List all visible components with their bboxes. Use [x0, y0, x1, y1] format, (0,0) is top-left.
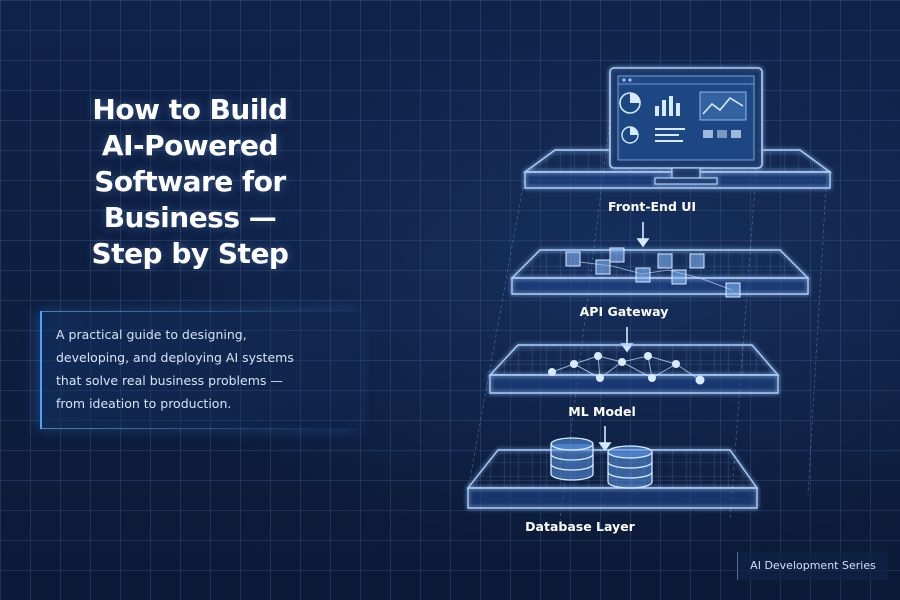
neural-network-icon — [548, 352, 705, 385]
database-layer-label: Database Layer — [525, 519, 636, 534]
ml-model-layer-label: ML Model — [568, 404, 636, 419]
description-line: A practical guide to designing, — [56, 327, 247, 342]
ml-model-layer — [488, 344, 780, 394]
arrow-down-icon — [598, 426, 612, 452]
description-line: that solve real business problems — — [56, 373, 283, 388]
series-label: AI Development Series — [737, 552, 888, 580]
title-line: Step by Step — [91, 237, 289, 270]
line-chart-icon — [699, 91, 747, 138]
title-line: How to Build — [92, 93, 288, 126]
frontend-layer-label: Front-End UI — [608, 199, 696, 214]
database-icon — [607, 445, 653, 489]
description-line: developing, and deploying AI systems — [56, 350, 294, 365]
title-line: AI-Powered — [101, 129, 279, 162]
title-line: Business — — [103, 201, 277, 234]
database-icon — [550, 437, 594, 481]
title-line: Software for — [94, 165, 286, 198]
api-gateway-layer-label: API Gateway — [580, 304, 669, 319]
page-title: How to Build AI-Powered Software for Bus… — [60, 92, 320, 272]
bar-chart-icon — [655, 96, 685, 142]
pie-chart-icon — [619, 92, 641, 144]
description-box: A practical guide to designing, developi… — [40, 311, 362, 429]
monitor-icon — [609, 67, 763, 185]
cube-icon — [565, 247, 741, 298]
arrow-down-icon — [636, 222, 650, 248]
description-line: from ideation to production. — [56, 396, 232, 411]
description-text: A practical guide to designing, developi… — [56, 323, 360, 415]
